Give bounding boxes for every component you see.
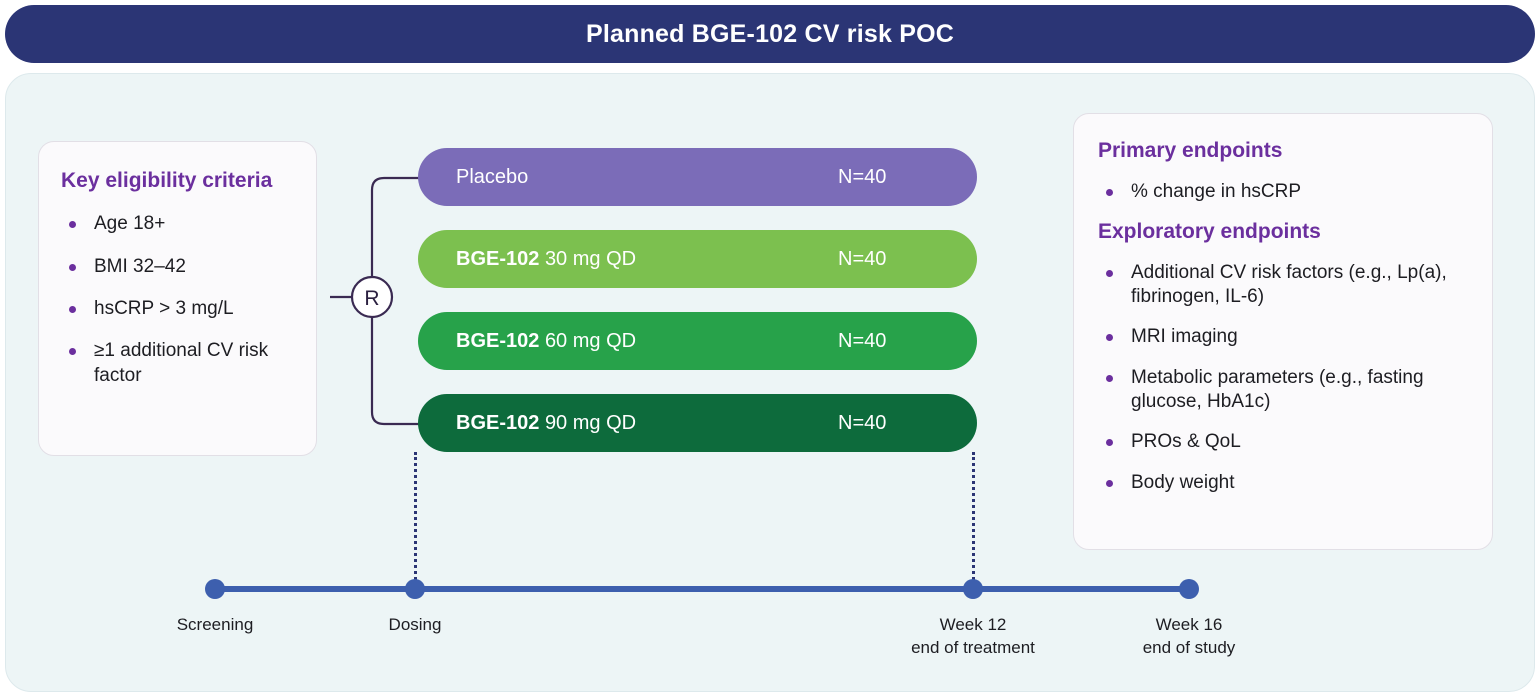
eligibility-heading: Key eligibility criteria xyxy=(61,169,273,192)
list-item: hsCRP > 3 mg/L xyxy=(61,297,294,321)
arm-label: Placebo xyxy=(456,166,528,189)
list-item: MRI imaging xyxy=(1098,325,1468,349)
timeline-label-week12: Week 12 end of treatment xyxy=(911,614,1035,660)
arm-dose: 60 mg QD xyxy=(544,329,637,352)
list-item: % change in hsCRP xyxy=(1098,180,1468,204)
randomization-connector: R xyxy=(330,176,424,426)
arm-bar-placebo[interactable]: Placebo N=40 xyxy=(418,148,977,206)
arm-dose: 90 mg QD xyxy=(544,411,637,434)
timeline-label-secondary: end of study xyxy=(1142,637,1236,657)
timeline-label-week16: Week 16 end of study xyxy=(1143,614,1236,660)
arm-bar-60mg[interactable]: BGE-102 60 mg QD N=40 xyxy=(418,312,977,370)
randomization-node xyxy=(350,275,394,319)
timeline-label-primary: Screening xyxy=(176,615,254,634)
title-bar: Planned BGE-102 CV risk POC xyxy=(5,5,1535,63)
arm-drug: BGE-102 xyxy=(456,411,540,434)
arm-label: BGE-102 30 mg QD xyxy=(456,248,636,271)
timeline-dot-screening[interactable] xyxy=(205,579,225,599)
timeline-label-dosing: Dosing xyxy=(389,614,442,637)
arm-bar-30mg[interactable]: BGE-102 30 mg QD N=40 xyxy=(418,230,977,288)
arm-label: BGE-102 90 mg QD xyxy=(456,412,636,435)
timeline-dot-week12[interactable] xyxy=(963,579,983,599)
primary-endpoints-list: % change in hsCRP xyxy=(1098,180,1468,204)
arm-bar-90mg[interactable]: BGE-102 90 mg QD N=40 xyxy=(418,394,977,452)
timeline-axis xyxy=(215,586,1189,592)
arm-dose: Placebo xyxy=(456,165,529,188)
list-item: ≥1 additional CV risk factor xyxy=(61,339,294,388)
timeline-dot-dosing[interactable] xyxy=(405,579,425,599)
timeline-label-screening: Screening xyxy=(177,614,254,637)
primary-endpoints-heading: Primary endpoints xyxy=(1098,139,1283,162)
drop-line-week12 xyxy=(972,452,975,580)
arm-sample-size: N=40 xyxy=(838,247,887,270)
timeline-label-secondary: end of treatment xyxy=(911,637,1035,657)
arm-sample-size: N=40 xyxy=(838,165,887,188)
section-divider xyxy=(1098,205,1468,219)
arm-sample-size: N=40 xyxy=(838,411,887,434)
eligibility-card: Key eligibility criteria Age 18+ BMI 32–… xyxy=(38,141,317,456)
timeline-label-primary: Dosing xyxy=(388,615,442,634)
timeline-dot-week16[interactable] xyxy=(1179,579,1199,599)
arm-drug: BGE-102 xyxy=(456,247,540,270)
arm-dose: 30 mg QD xyxy=(544,247,637,270)
list-item: Additional CV risk factors (e.g., Lp(a),… xyxy=(1098,261,1468,310)
list-item: Body weight xyxy=(1098,471,1468,495)
arm-sample-size: N=40 xyxy=(838,329,887,352)
list-item: Age 18+ xyxy=(61,212,294,236)
page-title: Planned BGE-102 CV risk POC xyxy=(585,19,955,48)
endpoints-card: Primary endpoints % change in hsCRP Expl… xyxy=(1073,113,1493,550)
exploratory-endpoints-heading: Exploratory endpoints xyxy=(1098,219,1321,243)
arm-label: BGE-102 60 mg QD xyxy=(456,330,636,353)
timeline-label-primary: Week 12 xyxy=(939,615,1007,634)
drop-line-dosing xyxy=(414,452,417,580)
list-item: BMI 32–42 xyxy=(61,255,294,279)
list-item: PROs & QoL xyxy=(1098,430,1468,454)
arm-drug: BGE-102 xyxy=(456,329,540,352)
timeline-label-primary: Week 16 xyxy=(1155,615,1223,634)
randomization-label: R xyxy=(364,287,379,310)
eligibility-list: Age 18+ BMI 32–42 hsCRP > 3 mg/L ≥1 addi… xyxy=(61,212,294,388)
list-item: Metabolic parameters (e.g., fasting gluc… xyxy=(1098,366,1468,415)
exploratory-endpoints-list: Additional CV risk factors (e.g., Lp(a),… xyxy=(1098,261,1468,495)
